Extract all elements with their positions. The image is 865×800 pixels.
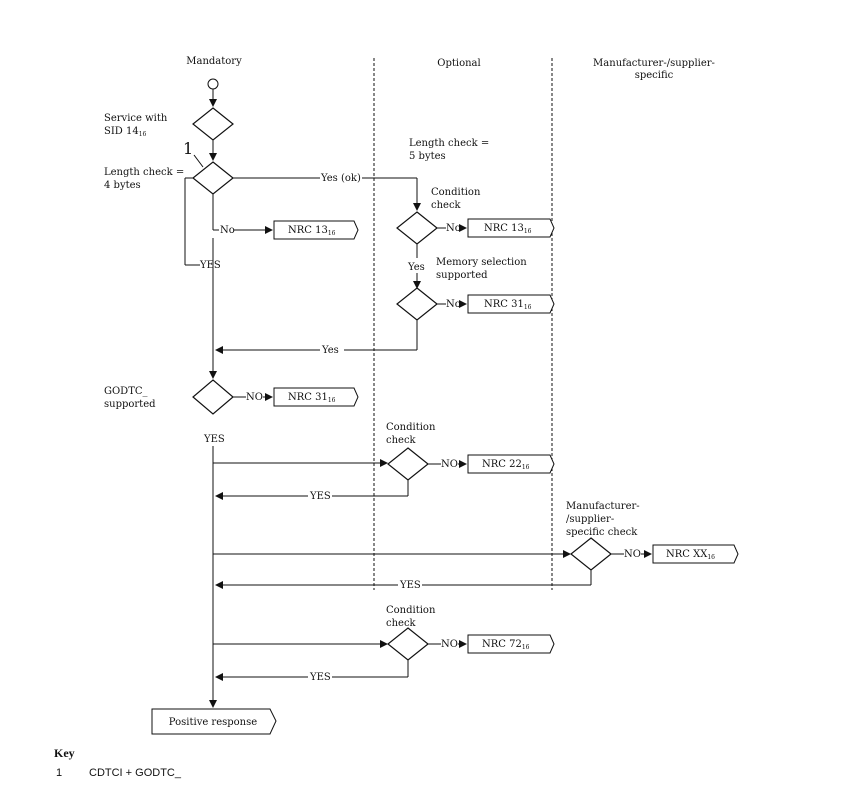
no-label-2: No (446, 223, 461, 234)
yes-ok-label: Yes (ok) (320, 173, 361, 184)
mfr-label-2: /supplier- (566, 514, 614, 525)
condition-label-3b: check (386, 618, 417, 629)
godtc-label: GODTC_ (104, 386, 148, 397)
manufacturer-check-diamond (570, 537, 612, 571)
length5-label-2: 5 bytes (409, 151, 446, 162)
length4-label-2: 4 bytes (104, 180, 141, 191)
condition-check-diamond-2 (387, 447, 429, 481)
column-header-optional: Optional (437, 58, 480, 69)
positive-response-box (151, 708, 277, 735)
nrc13-box (273, 220, 359, 240)
no-label-5: NO (441, 459, 458, 470)
condition-check-diamond-3 (387, 627, 429, 661)
nrc22-label: NRC 2216 (482, 459, 530, 471)
godtc-supported-diamond (192, 379, 234, 415)
yes-label-3: Yes (321, 345, 339, 356)
yes-label-6: YES (399, 580, 421, 591)
yes-label-1: YES (199, 260, 221, 271)
no-label-7: NO (441, 639, 458, 650)
service-sid-diamond (192, 107, 234, 141)
yes-label-5: YES (309, 491, 331, 502)
start-node (207, 78, 219, 90)
condition-label-1: Condition (431, 187, 481, 198)
condition-label-2b: check (386, 435, 417, 446)
condition-label-1b: check (431, 200, 462, 211)
nrc13-box-2 (467, 218, 555, 238)
condition-check-diamond-1 (396, 211, 438, 245)
column-header-manufacturer-2: specific (635, 70, 674, 81)
column-header-mandatory: Mandatory (186, 56, 242, 67)
nrc13-label: NRC 1316 (288, 225, 336, 237)
memory-selection-diamond (396, 287, 438, 321)
marker-label: 1 (183, 139, 193, 158)
length-check-4-diamond (192, 161, 234, 195)
key-item-number: 1 (56, 767, 63, 779)
memsel-label-2: supported (436, 270, 488, 281)
nrc13-label-2: NRC 1316 (484, 223, 532, 235)
mfr-label-3: specific check (566, 527, 638, 538)
mfr-label: Manufacturer- (566, 501, 640, 512)
service-label: Service with (104, 113, 168, 124)
positive-response-label: Positive response (169, 717, 257, 728)
key-item-text: CDTCI + GODTC_ (89, 767, 181, 779)
yes-label-2: Yes (407, 262, 425, 273)
nrc31-box-2 (273, 387, 359, 407)
nrc31-label-1: NRC 3116 (484, 299, 532, 311)
yes-label-4: YES (203, 434, 225, 445)
nrc72-label: NRC 7216 (482, 639, 530, 651)
nrc72-box (467, 634, 555, 654)
nrcxx-box (652, 544, 739, 564)
condition-label-3: Condition (386, 605, 436, 616)
nrc31-label-2: NRC 3116 (288, 392, 336, 404)
service-label-2: SID 1416 (104, 126, 147, 138)
key-heading: Key (54, 746, 75, 760)
nrc22-box (467, 454, 555, 474)
nrcxx-label: NRC XX16 (666, 549, 715, 561)
no-label: No (220, 225, 235, 236)
no-label-6: NO (624, 549, 641, 560)
condition-label-2: Condition (386, 422, 436, 433)
yes-label-7: YES (309, 672, 331, 683)
no-label-3: No (446, 299, 461, 310)
no-label-4: NO (246, 392, 263, 403)
length5-label: Length check = (409, 138, 489, 149)
nrc31-box-1 (467, 294, 555, 314)
column-header-manufacturer: Manufacturer-/supplier- (593, 58, 715, 69)
godtc-label-2: supported (104, 399, 156, 410)
length4-label: Length check = (104, 167, 184, 178)
memsel-label: Memory selection (436, 257, 527, 268)
